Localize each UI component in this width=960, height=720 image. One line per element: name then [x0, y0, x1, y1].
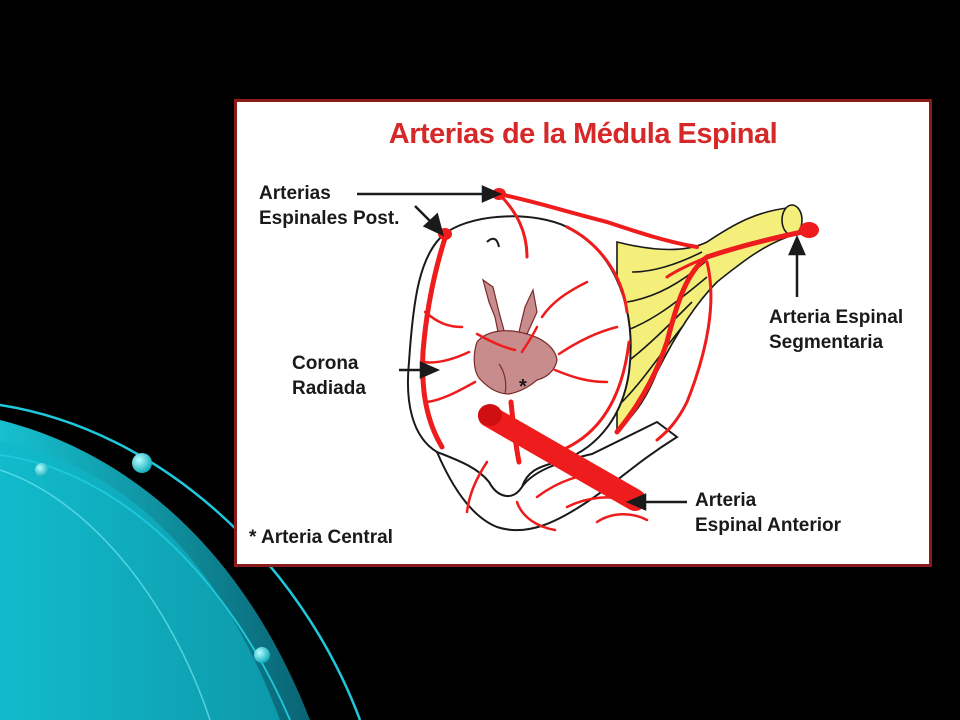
- decor-dot: [132, 453, 152, 473]
- label-line: Arterias: [259, 183, 331, 204]
- label-segmental-artery: Arteria Espinal Segmentaria: [769, 306, 903, 355]
- label-line: Segmentaria: [769, 331, 884, 353]
- gray-matter: [473, 278, 558, 395]
- label-line: Espinales Post.: [259, 207, 400, 229]
- label-line: Espinal Anterior: [695, 514, 842, 536]
- anterior-spinal-artery-end: [478, 404, 502, 426]
- legend-central-artery: * Arteria Central: [249, 527, 393, 548]
- label-line: Arteria Espinal: [769, 307, 904, 328]
- cord-anterior-face: [435, 420, 679, 532]
- label-anterior-spinal: Arteria Espinal Anterior: [695, 489, 841, 538]
- segmental-artery-end: [799, 222, 819, 238]
- anterior-spinal-artery: [478, 405, 646, 511]
- figure-title: Arterias de la Médula Espinal: [388, 118, 778, 150]
- central-artery-marker: *: [519, 376, 527, 398]
- pointer-arrows: [357, 185, 806, 511]
- label-line: Arteria: [695, 490, 757, 511]
- arteries: [420, 192, 815, 532]
- decor-dot: [254, 647, 270, 663]
- spinal-cord-illustration: [357, 185, 819, 532]
- figure-frame: Arterias de la Médula Espinal: [234, 99, 932, 567]
- decor-dot: [35, 463, 49, 477]
- label-line: Radiada: [292, 377, 366, 399]
- label-corona-radiata: Corona Radiada: [292, 352, 366, 401]
- label-posterior-spinal: Arterias Espinales Post.: [259, 182, 399, 231]
- label-line: Corona: [292, 353, 359, 374]
